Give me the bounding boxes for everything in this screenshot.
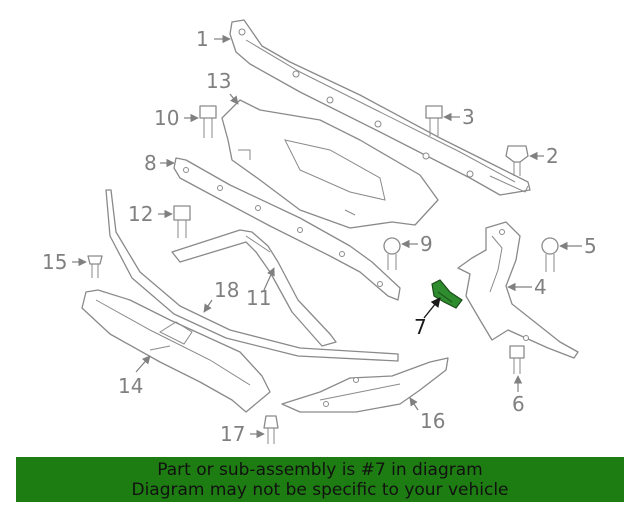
- callout-4: 4: [534, 275, 547, 299]
- callout-18: 18: [214, 278, 239, 302]
- bolt-part-3: [425, 105, 443, 136]
- part-18-seal-strip: [105, 189, 399, 362]
- part-1-upper-support: [229, 19, 531, 196]
- callout-17: 17: [220, 422, 245, 446]
- bolt-part-10: [199, 105, 217, 138]
- push-pin-part-15: [87, 255, 103, 278]
- part-16-lower-deflector: [281, 357, 449, 413]
- part-8-crossmember: [173, 157, 401, 301]
- part-13-cover: [221, 99, 439, 229]
- callout-12: 12: [128, 202, 153, 226]
- callout-9: 9: [420, 232, 433, 256]
- bolt-part-6: [509, 345, 525, 374]
- clip-part-5: [541, 237, 559, 272]
- callout-labels: 1 2 3 4 5 6 7 8 9 10 11 12 13 14 15 16 1…: [42, 27, 597, 446]
- callout-5: 5: [584, 234, 597, 258]
- leader-lines: [72, 34, 582, 439]
- callout-1: 1: [196, 27, 209, 51]
- info-banner: Part or sub-assembly is #7 in diagram Di…: [16, 457, 624, 502]
- callout-15: 15: [42, 250, 67, 274]
- callout-14: 14: [118, 374, 143, 398]
- banner-line-2: Diagram may not be specific to your vehi…: [131, 479, 509, 500]
- callout-8: 8: [144, 151, 157, 175]
- callout-3: 3: [462, 105, 475, 129]
- clip-part-9: [383, 237, 401, 270]
- callout-10: 10: [154, 106, 179, 130]
- callout-6: 6: [512, 392, 525, 416]
- callout-16: 16: [420, 409, 445, 433]
- callout-7: 7: [414, 315, 427, 339]
- callout-13: 13: [206, 69, 231, 93]
- callout-2: 2: [546, 144, 559, 168]
- part-14-deflector: [81, 289, 271, 413]
- banner-line-1: Part or sub-assembly is #7 in diagram: [157, 459, 483, 480]
- part-4-side-bracket: [457, 221, 579, 359]
- push-pin-part-17: [263, 415, 279, 444]
- callout-11: 11: [246, 286, 271, 310]
- bolt-part-12: [173, 205, 191, 238]
- highlighted-part-7[interactable]: [431, 279, 463, 309]
- bolt-part-2: [505, 145, 529, 176]
- part-11-bracket: [171, 229, 337, 347]
